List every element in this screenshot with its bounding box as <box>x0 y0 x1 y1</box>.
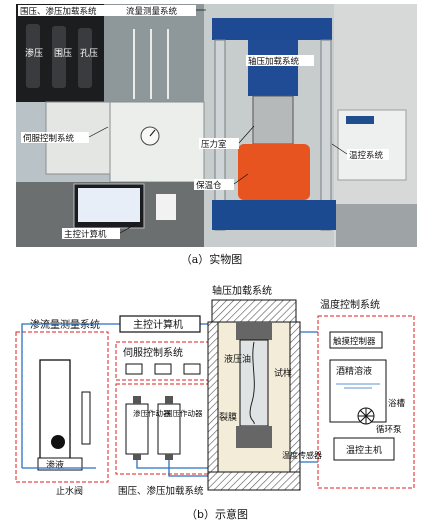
seepage-measure-boundary <box>15 331 109 483</box>
label-temp-control: 温控系统 <box>347 149 389 161</box>
label-servo-control-diagram: 伺服控制系统 <box>123 346 183 359</box>
leader-insulation <box>233 173 249 185</box>
temp-host-box <box>333 437 395 461</box>
label-seepage: 渗压 <box>25 47 43 59</box>
actuator-1 <box>26 24 40 88</box>
main-computer-box <box>119 315 201 333</box>
leader-servo <box>88 126 109 138</box>
label-insulation: 保温仓 <box>194 179 234 191</box>
label-specimen: 试样 <box>274 367 292 379</box>
frame-top-beam <box>212 18 332 40</box>
caption-photo: （a）实物图 <box>180 253 243 266</box>
pump-fan-icon <box>358 408 374 424</box>
label-membrane-controller: 触摸控制器 <box>333 336 376 347</box>
bath-box <box>329 359 387 423</box>
small-tube <box>81 391 91 445</box>
svg-text:流量测量系统: 流量测量系统 <box>126 6 178 17</box>
svg-text:压力室: 压力室 <box>201 139 227 150</box>
label-rubber-membrane: 裂膜 <box>219 412 237 423</box>
svg-text:围压、渗压加载系统: 围压、渗压加载系统 <box>20 6 97 17</box>
label-temp-host: 温控主机 <box>346 444 382 456</box>
seepage-actuator-foot <box>133 454 141 460</box>
temp-display <box>346 116 374 124</box>
leader-temp <box>331 143 348 155</box>
frame-right-hatch <box>289 321 301 473</box>
label-pressure-chamber: 压力室 <box>199 138 239 150</box>
frame-base-hatch <box>207 471 301 491</box>
servo-unit-1 <box>125 363 143 375</box>
label-main-computer: 主控计算机 <box>62 228 120 240</box>
float-ball <box>51 435 65 449</box>
water-bottle <box>156 194 176 220</box>
membrane-controller-box <box>329 331 383 349</box>
svg-text:轴压加载系统: 轴压加载系统 <box>248 56 300 67</box>
leader-computer <box>119 223 137 234</box>
frame-base <box>212 200 336 230</box>
pipe-seepage-out <box>136 460 218 469</box>
insulation-chamber <box>238 144 310 200</box>
label-confining: 围压 <box>54 48 72 59</box>
label-stop-valve: 止水阀 <box>56 485 83 497</box>
servo-unit-2 <box>154 363 172 375</box>
title-axial-loading: 轴压加载系统 <box>212 284 272 297</box>
actuator-2 <box>52 26 66 88</box>
label-servo-control: 伺服控制系统 <box>21 132 89 144</box>
pipe-confining-out <box>168 460 224 477</box>
gauge-needle <box>149 129 156 137</box>
svg-text:保温仓: 保温仓 <box>196 180 222 191</box>
label-loading-system: 围压、渗压加载系统 <box>118 485 204 497</box>
label-confining-loading: 围压、渗压加载系统 <box>18 5 126 17</box>
lab-photo: 围压、渗压加载系统 流量测量系统 渗压 围压 孔压 轴压加载系统 伺服控制系统 … <box>16 4 417 247</box>
fracture-line <box>249 341 255 425</box>
leader-chamber <box>238 125 255 144</box>
label-main-computer-diagram: 主控计算机 <box>133 318 183 331</box>
cabinet-middle <box>104 4 204 102</box>
title-temp-control: 温度控制系统 <box>320 298 380 311</box>
label-flow-measure: 流量测量系统 <box>124 5 196 17</box>
svg-text:主控计算机: 主控计算机 <box>64 229 107 240</box>
pressure-chamber-body <box>252 95 294 145</box>
label-temp-sensor: 温度传感器 <box>282 450 322 460</box>
axial-actuator <box>248 40 298 96</box>
label-alcohol-solution: 酒精溶液 <box>336 365 372 377</box>
lower-platen <box>236 426 272 448</box>
frame-left-hatch <box>207 321 219 473</box>
svg-text:伺服控制系统: 伺服控制系统 <box>23 133 75 144</box>
servo-unit-3 <box>183 363 201 375</box>
frame-top-hatch <box>211 299 297 323</box>
label-axial-loading: 轴压加载系统 <box>246 55 314 67</box>
label-confining-actuator: 围压作动器 <box>165 408 203 418</box>
actuator-3 <box>78 28 92 88</box>
confining-actuator-cap <box>165 396 173 404</box>
svg-text:围压作动器: 围压作动器 <box>165 408 203 418</box>
upper-platen <box>236 322 272 340</box>
label-pore: 孔压 <box>80 48 98 59</box>
bench-right <box>336 204 417 247</box>
monitor-screen <box>78 188 140 222</box>
label-seepage-liquid: 渗液 <box>46 459 64 471</box>
label-seepage-actuator: 渗压作动器 <box>133 408 171 418</box>
label-circulation-pump: 循环泵 <box>376 424 402 435</box>
caption-diagram: （b）示意图 <box>186 507 248 521</box>
svg-text:渗压作动器: 渗压作动器 <box>133 408 171 418</box>
label-bath: 浴槽 <box>388 398 406 409</box>
confining-actuator-foot <box>165 454 173 460</box>
label-hydraulic-oil: 液压油 <box>224 353 251 365</box>
seepage-tank <box>37 457 83 471</box>
schematic-diagram: 轴压加载系统 温度控制系统 渗流量测量系统 渗液 止水阀 主控计算机 伺服控制系… <box>15 284 415 521</box>
seepage-actuator-cap <box>133 396 141 404</box>
pipe-top-loop <box>21 323 218 468</box>
svg-text:温控系统: 温控系统 <box>349 150 384 161</box>
temp-control-boundary <box>317 315 415 489</box>
